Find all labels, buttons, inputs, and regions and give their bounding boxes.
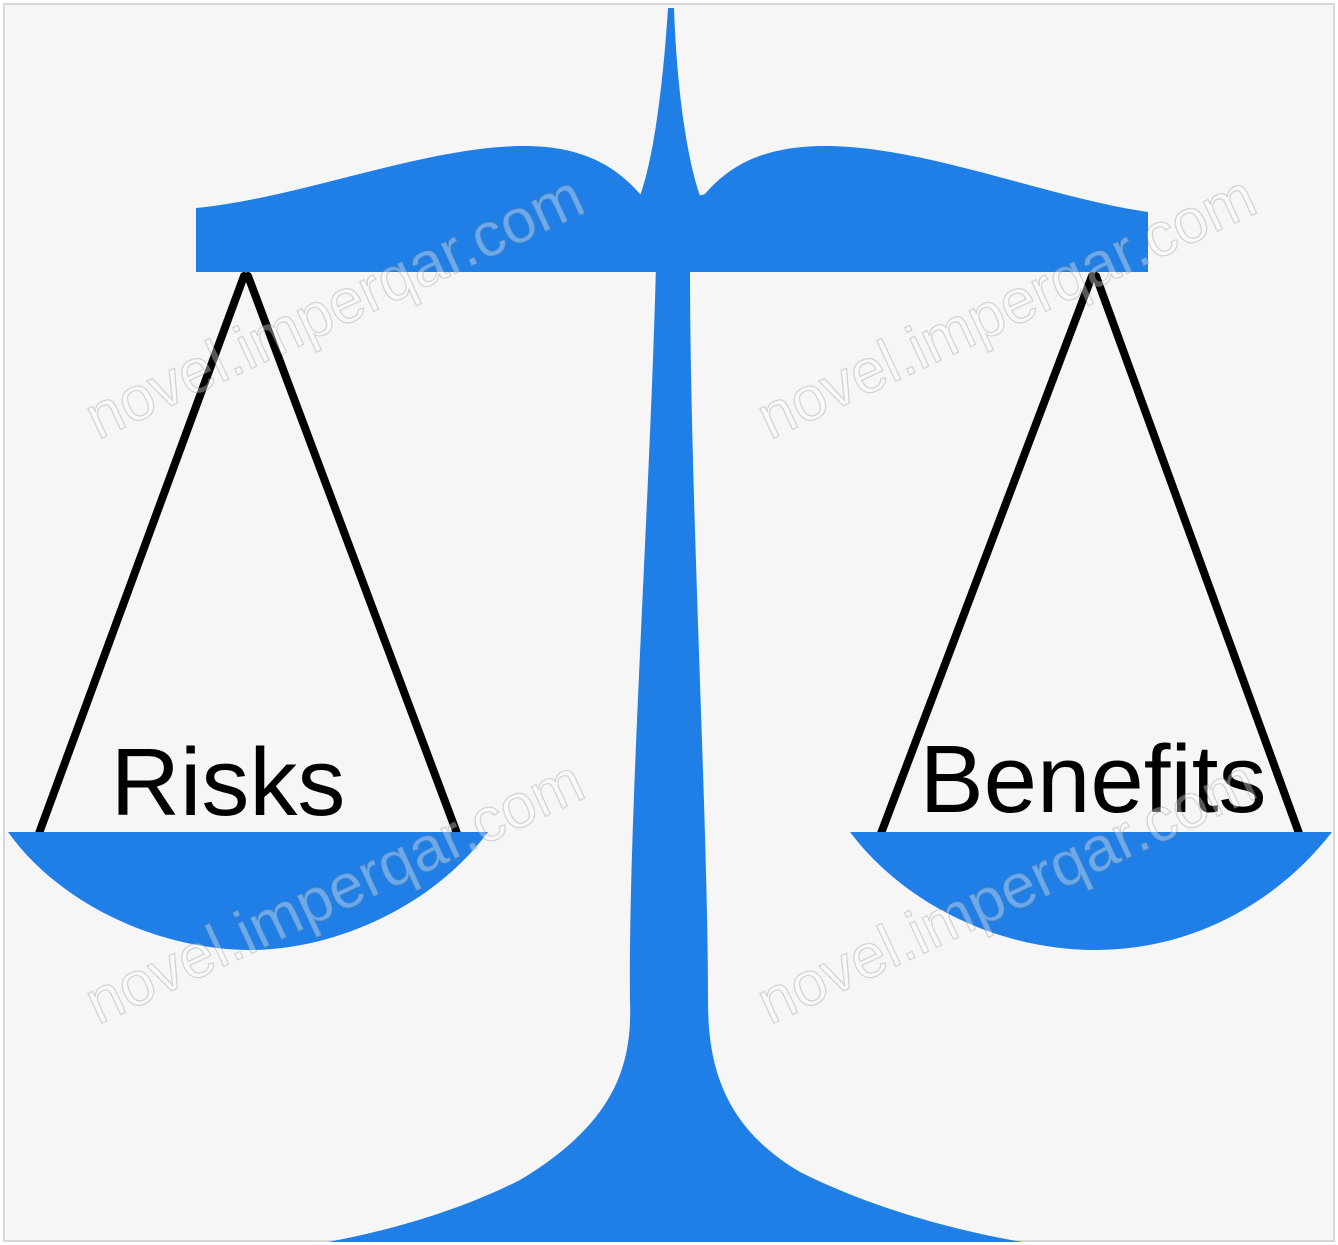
right-pan-label: Benefits — [920, 726, 1267, 833]
right-chain-inner — [1092, 272, 1304, 840]
right-pan — [850, 832, 1332, 950]
left-pan-label: Risks — [111, 729, 346, 836]
scale-column — [328, 265, 1022, 1242]
right-chain-outer — [876, 272, 1096, 840]
left-chain-outer — [34, 272, 248, 840]
scale-beam — [196, 145, 1148, 272]
left-pan — [8, 832, 488, 950]
scale-spire — [640, 8, 700, 196]
left-chain-inner — [244, 272, 462, 840]
